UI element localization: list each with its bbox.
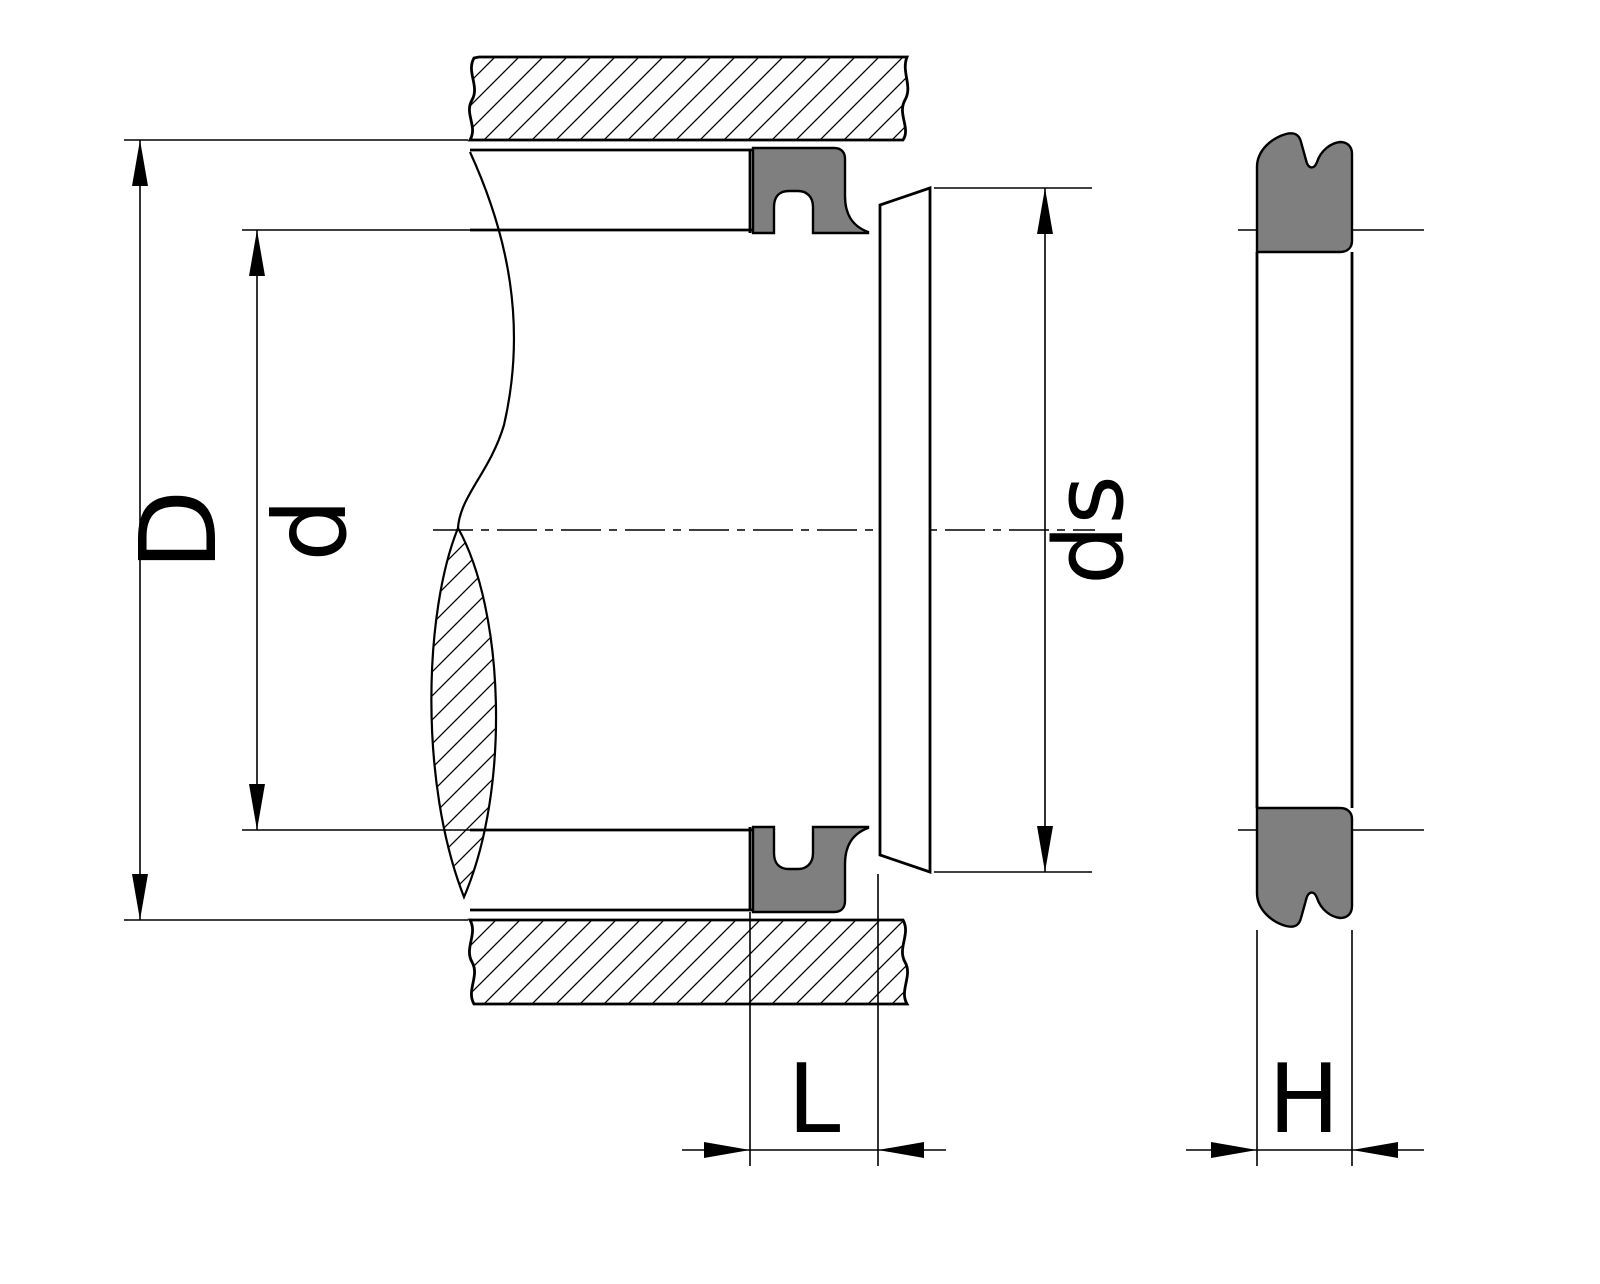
cylinder-tube bbox=[430, 148, 752, 912]
dimension-H: H bbox=[1186, 1045, 1424, 1158]
seal-cross-section-lower bbox=[751, 825, 870, 914]
dimension-label-ds: ds bbox=[1035, 475, 1145, 585]
dimension-D: D bbox=[118, 140, 240, 920]
housing-section bbox=[467, 55, 910, 1006]
seal-cross-section-upper bbox=[751, 146, 870, 235]
dimension-L: L bbox=[682, 1045, 946, 1158]
seal-free-state bbox=[1255, 132, 1354, 928]
dimension-label-L: L bbox=[788, 1045, 841, 1155]
arrowhead-d-bottom bbox=[249, 784, 265, 830]
housing-upper-block bbox=[467, 55, 910, 142]
housing-lower-block bbox=[467, 918, 910, 1006]
arrowhead-H-left bbox=[1211, 1142, 1257, 1158]
break-line-curve bbox=[456, 151, 516, 529]
rod-end-section bbox=[878, 186, 932, 874]
arrowhead-d-top bbox=[249, 230, 265, 276]
dimension-extension-lines bbox=[124, 139, 1424, 1166]
dimension-ds: ds bbox=[1035, 188, 1145, 872]
arrowhead-ds-top bbox=[1037, 188, 1053, 234]
arrowhead-L-right bbox=[878, 1142, 924, 1158]
arrowhead-H-right bbox=[1352, 1142, 1398, 1158]
arrowhead-ds-bottom bbox=[1037, 826, 1053, 872]
seal-free-cross-section-lower bbox=[1255, 806, 1354, 928]
dimension-label-d: d bbox=[252, 498, 369, 561]
broken-out-section-hatch bbox=[430, 525, 498, 900]
dimension-d: d bbox=[249, 230, 369, 830]
dimension-label-D: D bbox=[118, 490, 240, 571]
seal-free-cross-section-upper bbox=[1255, 132, 1354, 254]
arrowhead-L-left bbox=[704, 1142, 750, 1158]
arrowhead-D-bottom bbox=[132, 874, 148, 920]
dimension-label-H: H bbox=[1268, 1045, 1339, 1155]
arrowhead-D-top bbox=[132, 140, 148, 186]
seal-installed bbox=[751, 146, 870, 914]
